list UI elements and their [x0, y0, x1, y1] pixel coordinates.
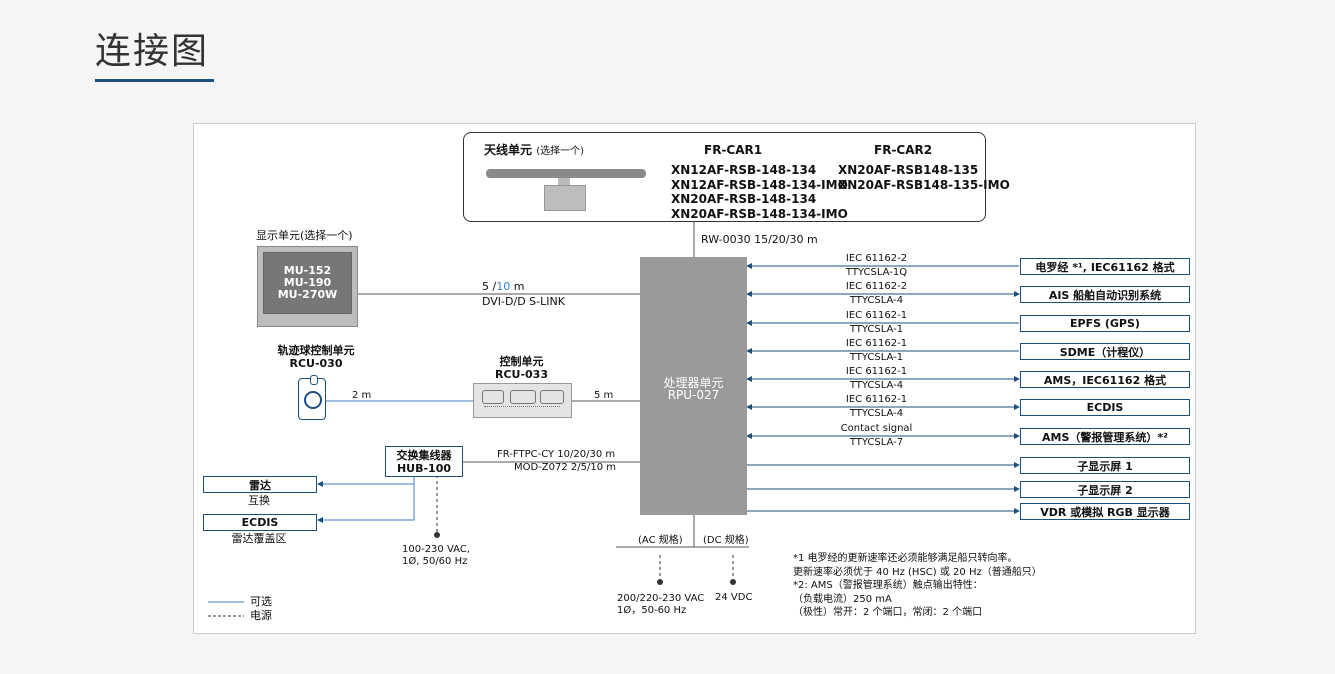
display-monitor: MU-152 MU-190 MU-270W [257, 246, 358, 327]
ac-spec-label: (AC 规格) [638, 535, 683, 546]
antenna-cable-label: RW-0030 15/20/30 m [701, 233, 818, 246]
trackball-label: 轨迹球控制单元 [277, 344, 355, 357]
ext-cable-label: TTYCSLA-1 [849, 352, 904, 363]
ext-device-box: AIS 船舶自动识别系统 [1020, 286, 1190, 303]
ext-std-label: IEC 61162-2 [845, 253, 908, 264]
ext-device-box: VDR 或模拟 RGB 显示器 [1020, 503, 1190, 520]
display-cable-length: 5 /10 m [482, 280, 525, 293]
ext-std-label: Contact signal [840, 423, 913, 434]
ext-device-box: AMS（警报管理系统）*² [1020, 428, 1190, 445]
ext-device-box: SDME（计程仪） [1020, 343, 1190, 360]
hub-power-spec: 100-230 VAC,1Ø, 50/60 Hz [402, 544, 470, 567]
hub-unit: 交换集线器 HUB-100 [385, 446, 463, 477]
legend-optional-label: 可选 [250, 595, 272, 608]
control-label: 控制单元 [499, 355, 544, 368]
car2-header: FR-CAR2 [874, 143, 933, 157]
car1-models: XN12AF-RSB-148-134 XN12AF-RSB-148-134-IM… [671, 163, 848, 221]
ext-device-box: 电罗经 *¹, IEC61162 格式 [1020, 258, 1190, 275]
dc-power-spec: 24 VDC [715, 592, 753, 603]
ext-device-box: EPFS (GPS) [1020, 315, 1190, 332]
antenna-unit-box: 天线单元 (选择一个) FR-CAR1 XN12AF-RSB-148-134 X… [463, 132, 1010, 222]
ext-cable-label: TTYCSLA-4 [849, 380, 904, 391]
connection-lines [208, 220, 1020, 617]
hub-cable1-label: FR-FTPC-CY 10/20/30 m [497, 449, 616, 460]
car2-models: XN20AF-RSB148-135 XN20AF-RSB148-135-IMO [838, 163, 1010, 192]
ext-cable-label: TTYCSLA-4 [849, 295, 904, 306]
legend-power-label: 电源 [250, 609, 272, 622]
ext-cable-label: TTYCSLA-7 [849, 437, 904, 448]
dc-power-dot [730, 579, 736, 585]
ext-cable-label: TTYCSLA-1 [849, 324, 904, 335]
display-cable-type: DVI-D/D S-LINK [482, 295, 565, 308]
processor-label: 处理器单元 [663, 376, 724, 390]
ext-device-box: 子显示屏 1 [1020, 457, 1190, 474]
ext-cable-label: TTYCSLA-1Q [845, 267, 908, 278]
hub-out-ecdis-caption: 雷达覆盖区 [231, 532, 287, 545]
page-title: 连接图 [95, 31, 210, 72]
ext-std-label: IEC 61162-1 [845, 366, 908, 377]
processor-model: RPU-027 [667, 388, 720, 402]
trackball-model: RCU-030 [289, 357, 343, 370]
footnotes: *1 电罗经的更新速率还必须能够满足船只转向率。 更新速率必须优于 40 Hz … [793, 553, 1042, 618]
ext-device-box: ECDIS [1020, 399, 1190, 416]
hub-ecdis-line [317, 475, 415, 523]
ext-std-label: IEC 61162-1 [845, 338, 908, 349]
title-underline [95, 79, 214, 82]
ext-cable-label: TTYCSLA-4 [849, 408, 904, 419]
control-unit [473, 383, 572, 418]
processor-unit: 处理器单元 RPU-027 [640, 257, 747, 515]
ext-std-label: IEC 61162-2 [845, 281, 908, 292]
antenna-neck [558, 178, 570, 186]
car1-header: FR-CAR1 [704, 143, 763, 157]
ac-power-dot [657, 579, 663, 585]
antenna-label: 天线单元 (选择一个) [484, 143, 585, 157]
connection-diagram: 天线单元 (选择一个) FR-CAR1 XN12AF-RSB-148-134 X… [193, 123, 1196, 634]
ext-std-label: IEC 61162-1 [845, 310, 908, 321]
ext-device-box: 子显示屏 2 [1020, 481, 1190, 498]
hub-out-ecdis: ECDIS [203, 514, 317, 531]
ext-std-label: IEC 61162-1 [845, 394, 908, 405]
antenna-radiator [486, 169, 646, 178]
dc-spec-label: (DC 规格) [703, 535, 749, 546]
hub-power-dot [434, 532, 440, 538]
external-lines [746, 263, 1020, 514]
display-screen: MU-152 MU-190 MU-270W [263, 252, 352, 314]
trackball-unit [298, 375, 326, 420]
hub-cable2-label: MOD-Z072 2/5/10 m [514, 462, 617, 473]
control-model: RCU-033 [494, 368, 548, 381]
hub-out-radar-caption: 互换 [248, 494, 270, 507]
display-label: 显示单元(选择一个) [256, 229, 353, 242]
ext-device-box: AMS，IEC61162 格式 [1020, 371, 1190, 388]
control-cable-label: 5 m [594, 390, 614, 401]
antenna-pedestal [544, 185, 586, 211]
trackball-cable-label: 2 m [352, 390, 372, 401]
hub-out-radar: 雷达 [203, 476, 317, 493]
